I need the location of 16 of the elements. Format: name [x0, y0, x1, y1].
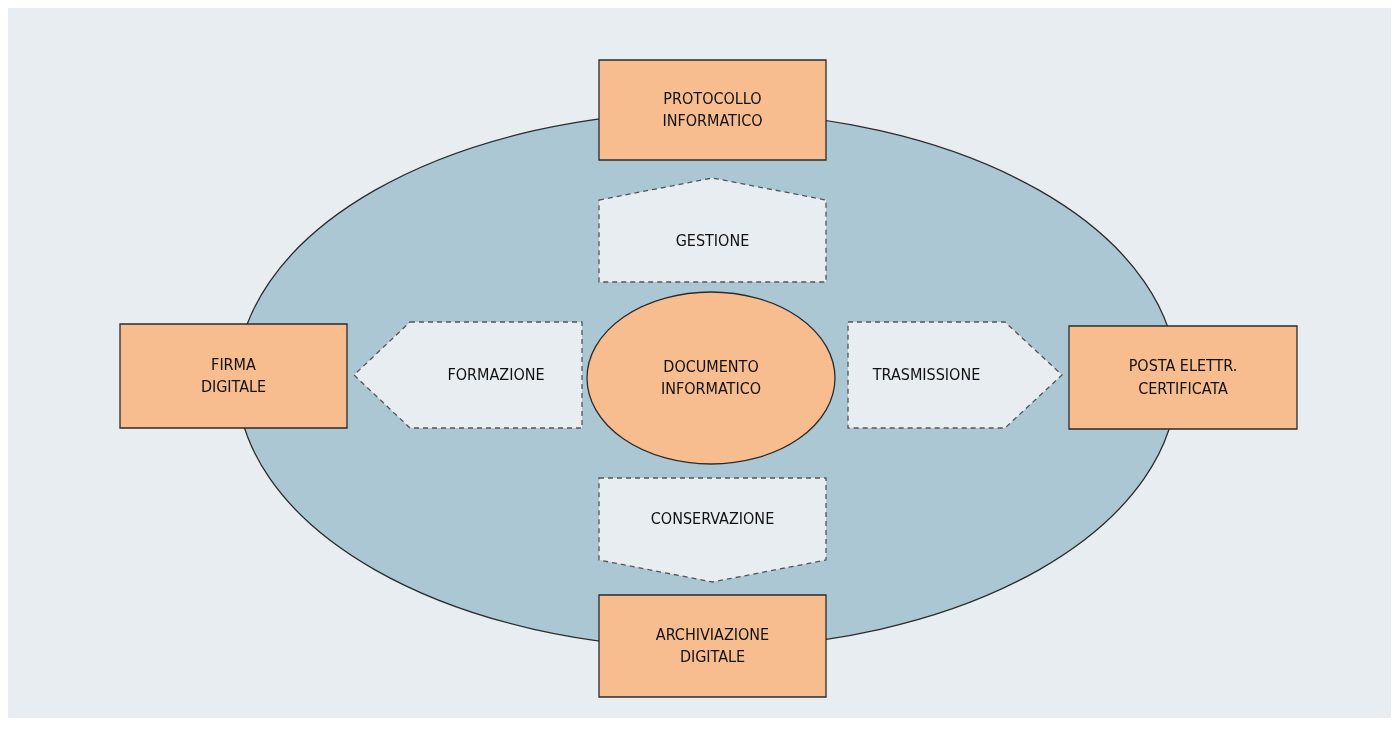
- arrow-shape: [354, 322, 582, 428]
- node-label: FIRMA DIGITALE: [199, 353, 268, 398]
- node-label: TRASMISSIONE: [872, 363, 981, 386]
- node-label: POSTA ELETTR. CERTIFICATA: [1127, 355, 1239, 400]
- center-ellipse: [587, 292, 835, 464]
- node-label: GESTIONE: [675, 229, 750, 252]
- component-box: [599, 595, 826, 697]
- node-label: PROTOCOLLO INFORMATICO: [661, 87, 764, 132]
- node-label: FORMAZIONE: [447, 363, 545, 386]
- component-box: [599, 60, 826, 160]
- node-label: DOCUMENTO INFORMATICO: [659, 355, 763, 400]
- node-label: CONSERVAZIONE: [650, 507, 775, 530]
- component-box: [120, 324, 347, 428]
- arrow-shape: [848, 322, 1062, 428]
- node-label: ARCHIVIAZIONE DIGITALE: [654, 623, 771, 668]
- component-box: [1069, 326, 1297, 429]
